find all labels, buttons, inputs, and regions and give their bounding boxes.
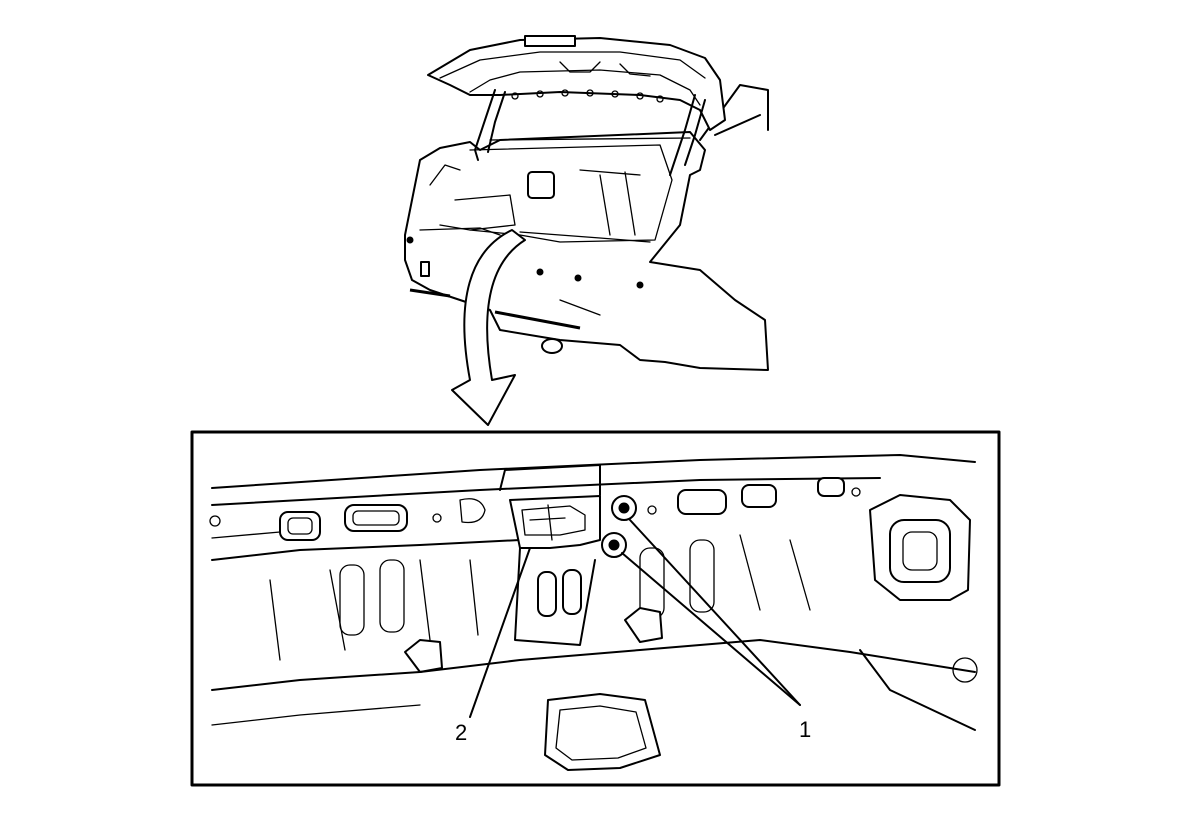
vehicle-rear-overview xyxy=(404,35,769,371)
callout-label-2: 2 xyxy=(455,720,467,745)
trunk-crossmember-detail xyxy=(209,454,978,771)
callout-1-leaders xyxy=(621,519,801,706)
callout-label-1: 1 xyxy=(799,717,811,742)
zoom-arrow xyxy=(451,229,526,426)
callout-2-leader xyxy=(469,547,531,718)
trunk-lid-holes xyxy=(511,89,664,103)
detail-frame xyxy=(190,430,1001,787)
